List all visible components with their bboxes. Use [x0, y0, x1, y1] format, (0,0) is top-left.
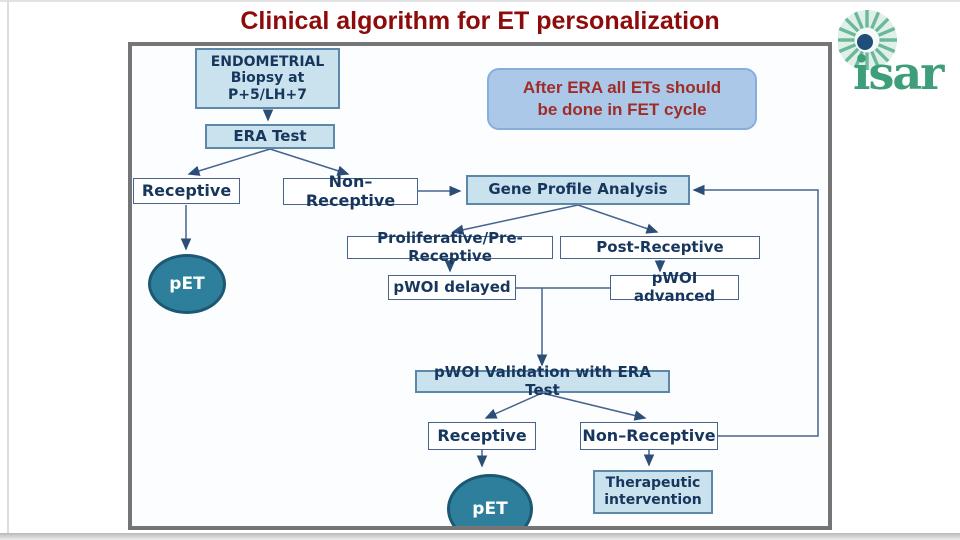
logo-dot-icon [857, 34, 873, 50]
logo-fan-rays [838, 10, 897, 70]
node-therapeutic-intervention: Therapeutic intervention [593, 470, 713, 514]
slide-top-edge [0, 0, 960, 2]
node-endometrial-biopsy: ENDOMETRIAL Biopsy at P+5/LH+7 [195, 48, 340, 109]
node-gene-profile-analysis: Gene Profile Analysis [466, 175, 690, 205]
node-post-receptive: Post-Receptive [560, 236, 760, 259]
isar-logo: isar [838, 10, 947, 100]
node-pet-top: pET [148, 254, 226, 314]
node-era-test: ERA Test [205, 124, 335, 149]
slide-left-edge [7, 0, 9, 540]
node-non-receptive-bottom: Non–Receptive [580, 422, 718, 450]
slide-bottom-edge [0, 533, 960, 540]
logo-wordmark: isar [853, 46, 945, 100]
node-non-receptive-top: Non–Receptive [283, 172, 418, 209]
note-callout: After ERA all ETs should be done in FET … [487, 68, 757, 130]
node-pet-bottom: pET [447, 474, 533, 526]
node-pwoi-advanced: pWOI advanced [610, 269, 739, 304]
node-pwoi-validation: pWOI Validation with ERA Test [415, 363, 670, 398]
node-proliferative-pre-receptive: Proliferative/Pre-Receptive [347, 229, 553, 264]
flowchart-frame: ENDOMETRIAL Biopsy at P+5/LH+7 ERA Test … [128, 42, 832, 530]
node-receptive-top: Receptive [133, 178, 240, 204]
node-pwoi-delayed: pWOI delayed [388, 275, 516, 300]
node-receptive-bottom: Receptive [428, 422, 536, 450]
page-title: Clinical algorithm for ET personalizatio… [240, 7, 720, 35]
